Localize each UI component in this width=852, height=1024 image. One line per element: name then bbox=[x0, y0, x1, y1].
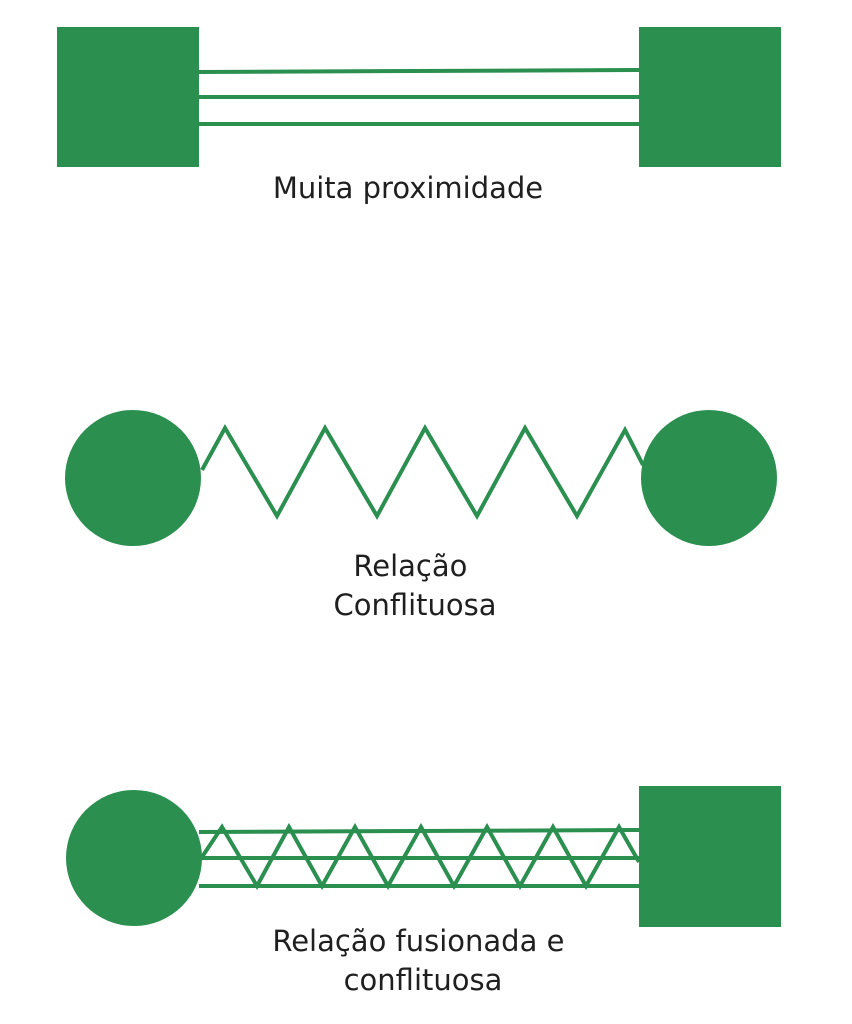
left-circle-node bbox=[65, 410, 201, 546]
label-close-relationship: Muita proximidade bbox=[273, 171, 543, 205]
panel-fused-conflict-relationship: Relação fusionada e conflituosa bbox=[66, 786, 781, 997]
panel-close-relationship: Muita proximidade bbox=[57, 27, 781, 205]
right-circle-node bbox=[641, 410, 777, 546]
label-line: Muita proximidade bbox=[273, 171, 543, 205]
zigzag-connector bbox=[200, 423, 645, 521]
zigzag-connector bbox=[198, 822, 641, 891]
label-line: conflituosa bbox=[344, 963, 503, 997]
label-line: Conflituosa bbox=[333, 588, 496, 622]
left-square-node bbox=[57, 27, 199, 167]
label-conflict-relationship: Relação Conflituosa bbox=[333, 549, 496, 622]
connector-line-top bbox=[198, 68, 640, 74]
label-fused-conflict-relationship: Relação fusionada e conflituosa bbox=[272, 924, 573, 997]
right-square-node bbox=[639, 27, 781, 167]
label-line: Relação fusionada e bbox=[272, 924, 564, 958]
label-line: Relação bbox=[353, 549, 467, 583]
panel-conflict-relationship: Relação Conflituosa bbox=[65, 410, 777, 622]
right-square-node bbox=[639, 786, 781, 927]
left-circle-node bbox=[66, 790, 202, 926]
